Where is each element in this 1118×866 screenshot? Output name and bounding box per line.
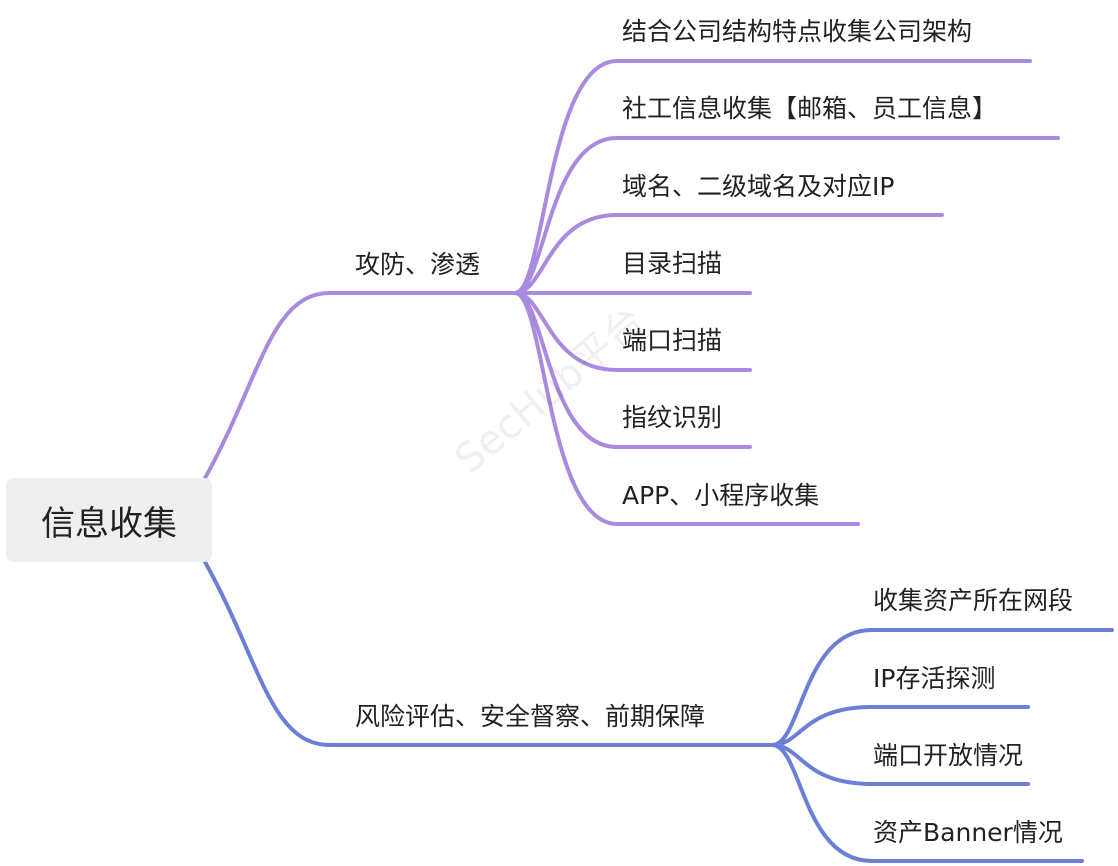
link-branch-leaf bbox=[513, 291, 860, 526]
branch-1-links bbox=[513, 59, 1060, 526]
link-branch-leaf bbox=[513, 213, 944, 295]
leaf-node[interactable]: 域名、二级域名及对应IP bbox=[622, 172, 895, 201]
root-node[interactable]: 信息收集 bbox=[6, 478, 212, 562]
leaf-node[interactable]: 端口扫描 bbox=[622, 326, 723, 355]
link-branch-leaf bbox=[770, 705, 1030, 747]
link-branch-leaf bbox=[770, 743, 1084, 863]
link-branch-leaf bbox=[513, 291, 752, 372]
link-root-branch-1 bbox=[203, 291, 517, 480]
branch-node-attack[interactable]: 攻防、渗透 bbox=[355, 250, 481, 279]
branch-2-links bbox=[770, 628, 1114, 863]
leaf-node[interactable]: 资产Banner情况 bbox=[873, 818, 1063, 847]
link-branch-leaf bbox=[513, 59, 1032, 295]
leaf-node[interactable]: 社工信息收集【邮箱、员工信息】 bbox=[622, 94, 998, 123]
leaf-node[interactable]: 端口开放情况 bbox=[873, 741, 1024, 770]
link-root-branch-2 bbox=[203, 560, 774, 747]
leaf-node[interactable]: APP、小程序收集 bbox=[622, 481, 820, 510]
link-branch-leaf bbox=[513, 136, 1060, 295]
leaf-node[interactable]: IP存活探测 bbox=[873, 664, 996, 693]
link-branch-leaf bbox=[770, 743, 1030, 786]
leaf-node[interactable]: 收集资产所在网段 bbox=[873, 586, 1074, 615]
leaf-node[interactable]: 目录扫描 bbox=[622, 249, 723, 278]
leaf-node[interactable]: 指纹识别 bbox=[622, 403, 723, 432]
root-node-label: 信息收集 bbox=[41, 503, 177, 544]
leaf-node[interactable]: 结合公司结构特点收集公司架构 bbox=[622, 17, 973, 46]
link-branch-leaf bbox=[770, 628, 1114, 747]
branch-node-risk[interactable]: 风险评估、安全督察、前期保障 bbox=[355, 702, 706, 731]
